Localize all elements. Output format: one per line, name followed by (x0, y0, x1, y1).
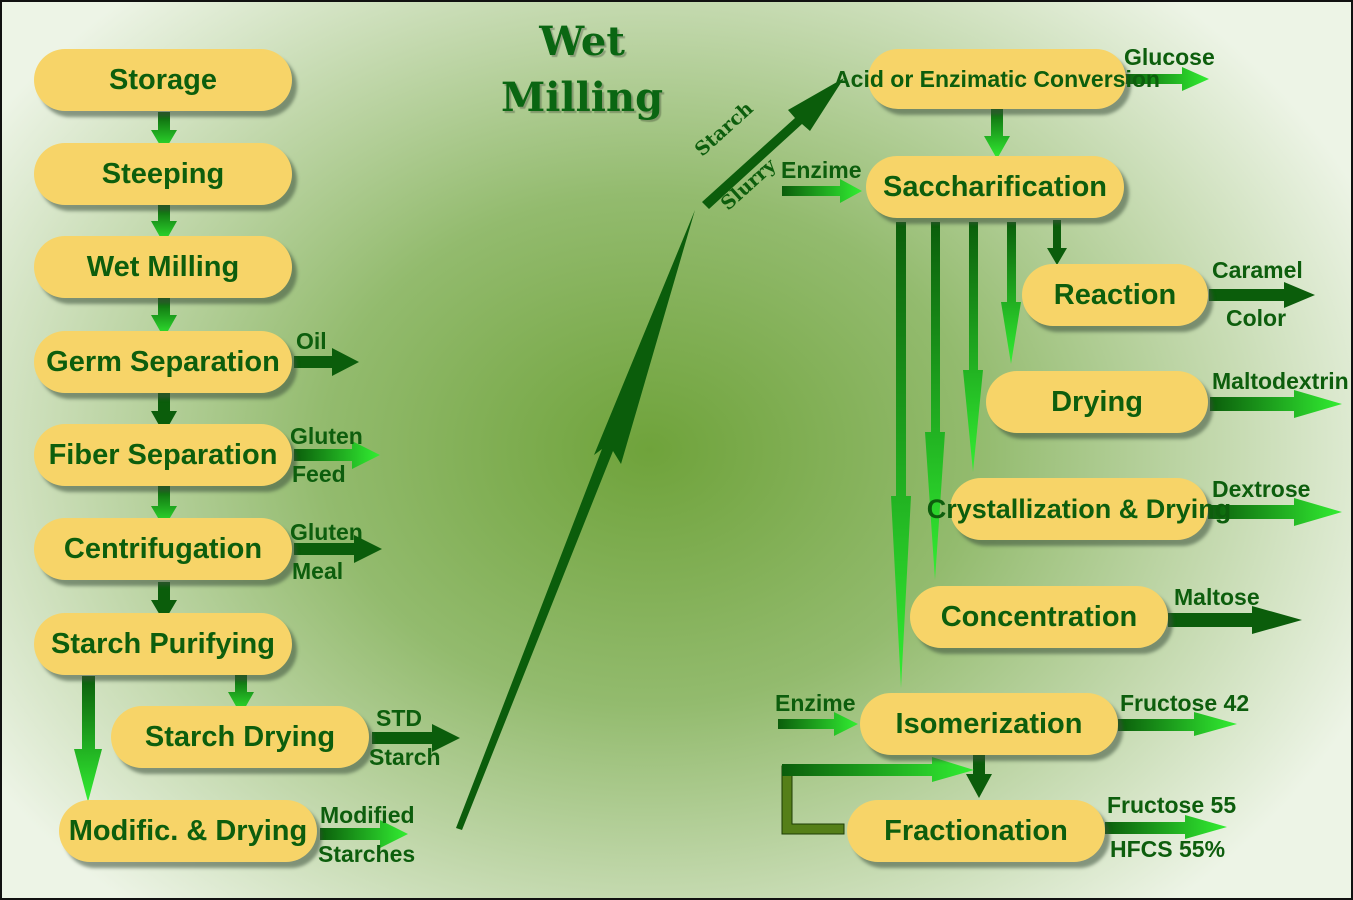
node-reaction: Reaction (1022, 264, 1208, 326)
node-starch-purifying: Starch Purifying (34, 613, 292, 675)
label-gluten-meal-2: Meal (292, 558, 344, 584)
label-std-starch-2: Starch (369, 744, 441, 770)
title-line-1: Wet (539, 18, 625, 65)
right-top-arrows (782, 67, 1209, 203)
node-acid-enzimatic-conversion: Acid or Enzimatic Conversion (834, 49, 1160, 109)
label-modified-starches-1: Modified (320, 802, 415, 828)
label-dextrose: Dextrose (1212, 476, 1311, 502)
label-fructose-42: Fructose 42 (1120, 690, 1250, 716)
node-crystallization-drying: Crystallization & Drying (927, 478, 1231, 540)
saccharification-branch-arrows (891, 220, 1067, 688)
label-fructose-55: Fructose 55 (1107, 792, 1237, 818)
label-std-starch-1: STD (376, 705, 422, 731)
label-maltodextrin: Maltodextrin (1212, 368, 1349, 394)
label-hfcs-55: HFCS 55% (1110, 836, 1226, 862)
node-isomerization: Isomerization (860, 693, 1118, 755)
label-caramel: Caramel (1212, 257, 1303, 283)
starch-slurry-connector (456, 78, 844, 830)
right-output-arrows (1105, 282, 1342, 839)
diagram-title: Wet Milling (482, 22, 682, 118)
label-modified-starches-2: Starches (318, 841, 416, 867)
label-oil: Oil (296, 328, 327, 354)
node-storage: Storage (34, 49, 292, 111)
node-saccharification: Saccharification (866, 156, 1124, 218)
node-germ-separation: Germ Separation (34, 331, 292, 393)
left-chain-arrows (74, 112, 254, 802)
label-enzime-saccharification: Enzime (781, 157, 862, 183)
label-color: Color (1226, 305, 1287, 331)
label-maltose: Maltose (1174, 584, 1260, 610)
node-drying: Drying (986, 371, 1208, 433)
isomerization-arrows (778, 712, 992, 835)
left-output-arrows (294, 348, 460, 848)
node-concentration: Concentration (910, 586, 1168, 648)
label-glucose: Glucose (1124, 44, 1215, 70)
node-centrifugation: Centrifugation (34, 518, 292, 580)
node-modific-drying: Modific. & Drying (59, 800, 317, 862)
node-steeping: Steeping (34, 143, 292, 205)
label-gluten-meal-1: Gluten (290, 519, 363, 545)
node-starch-drying: Starch Drying (111, 706, 369, 768)
node-fractionation: Fractionation (847, 800, 1105, 862)
label-gluten-feed-1: Gluten (290, 423, 363, 449)
title-line-2: Milling (500, 74, 664, 121)
label-enzime-isomerization: Enzime (775, 690, 856, 716)
label-gluten-feed-2: Feed (292, 461, 346, 487)
node-wet-milling: Wet Milling (34, 236, 292, 298)
node-fiber-separation: Fiber Separation (34, 424, 292, 486)
